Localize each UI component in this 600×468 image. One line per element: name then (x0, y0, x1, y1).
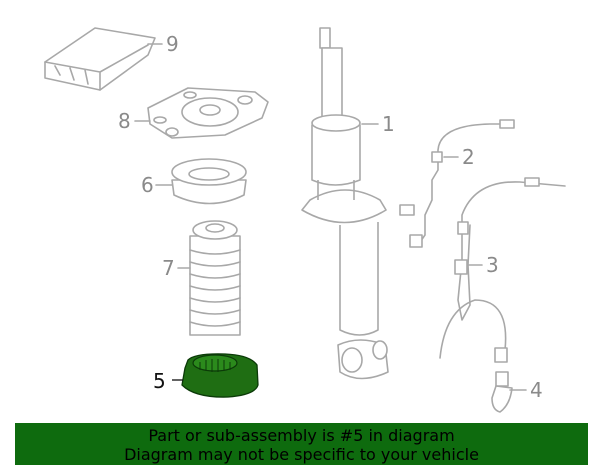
part-6-spring-seat[interactable] (171, 158, 247, 205)
callout-3: 3 (486, 253, 499, 277)
callout-2: 2 (462, 145, 475, 169)
banner-line-1: Part or sub-assembly is #5 in diagram (148, 426, 455, 445)
part-5-lower-spring-seat[interactable] (181, 353, 259, 398)
callout-9: 9 (166, 32, 179, 56)
callout-7: 7 (162, 256, 175, 280)
callout-1: 1 (382, 112, 395, 136)
part-9-module[interactable] (44, 27, 156, 91)
part-4-elbow[interactable] (491, 371, 513, 413)
part-3-sensor-harness[interactable] (439, 177, 566, 363)
info-banner: Part or sub-assembly is #5 in diagram Di… (15, 423, 588, 465)
part-7-dust-boot[interactable] (189, 220, 241, 336)
callout-8: 8 (118, 109, 131, 133)
part-8-upper-mount[interactable] (147, 87, 269, 139)
callout-6: 6 (141, 173, 154, 197)
part-1-strut[interactable] (301, 27, 389, 380)
banner-line-2: Diagram may not be specific to your vehi… (124, 445, 479, 464)
part-2-sensor[interactable] (399, 119, 515, 248)
callout-4: 4 (530, 378, 543, 402)
callout-5: 5 (153, 369, 166, 393)
